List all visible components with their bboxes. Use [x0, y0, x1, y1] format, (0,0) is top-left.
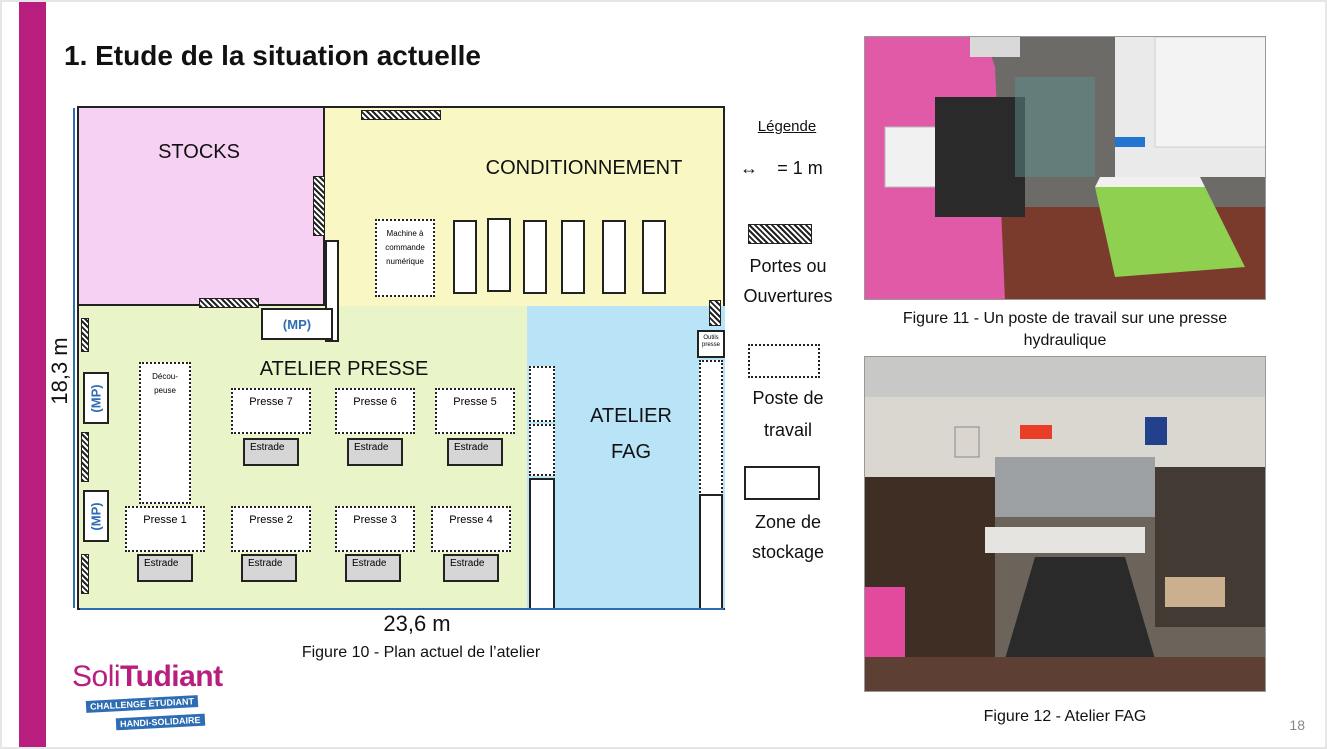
legend-title: Légende — [757, 118, 817, 135]
legend-scale-label: = 1 m — [777, 158, 823, 178]
photo-presse-hydraulique — [864, 36, 1266, 300]
legend-solid-swatch — [744, 466, 820, 500]
workstation-presse-7: Presse 7 — [231, 388, 311, 434]
workstation-fag-left-1 — [529, 366, 555, 422]
workstation-presse-6: Presse 6 — [335, 388, 415, 434]
figure-11-caption-line1: Figure 11 - Un poste de travail sur une … — [902, 310, 1228, 327]
estrade-presse-5: Estrade — [447, 438, 503, 466]
figure-12-caption: Figure 12 - Atelier FAG — [983, 708, 1147, 725]
storage-outils-presse: Outils presse — [697, 330, 725, 358]
workstation-presse-2: Presse 2 — [231, 506, 311, 552]
width-dimension-line — [80, 608, 724, 610]
workstation-presse-4: Presse 4 — [431, 506, 511, 552]
door-left-3 — [81, 554, 89, 594]
workstation-presse-5: Presse 5 — [435, 388, 515, 434]
workstation-presse-3: Presse 3 — [335, 506, 415, 552]
solitudiant-logo: SoliTudiant CHALLENGE ÉTUDIANT HANDI-SOL… — [72, 660, 223, 731]
height-dimension-label: 18,3 m — [47, 337, 72, 405]
legend-dotted-line2: travail — [763, 420, 812, 440]
figure-10-caption: Figure 10 - Plan actuel de l’atelier — [301, 644, 541, 661]
legend-solid-line1: Zone de — [754, 512, 822, 532]
logo-tagline-2: HANDI-SOLIDAIRE — [115, 713, 205, 731]
door-stocks-bottom — [199, 298, 259, 308]
storage-cond-6 — [642, 220, 666, 294]
mp-label-top: (MP) — [282, 316, 312, 332]
storage-cond-2 — [487, 218, 511, 292]
zone-atelier-fag-label-2: FAG — [610, 441, 651, 463]
width-dimension-label: 23,6 m — [383, 611, 451, 636]
estrade-presse-1: Estrade — [137, 554, 193, 582]
zone-atelier-fag — [527, 306, 725, 608]
legend-scale-arrow: ↔ — [740, 158, 758, 178]
door-top — [361, 110, 441, 120]
legend-hatch-line1: Portes ou — [749, 256, 827, 276]
floor-plan: STOCKS CONDITIONNEMENT ATELIER FAG ATELI… — [77, 106, 725, 610]
zone-atelier-fag-label-1: ATELIER — [590, 405, 672, 427]
mp-label-left-1: (MP) — [88, 383, 104, 413]
estrade-presse-6: Estrade — [347, 438, 403, 466]
slide-number: 18 — [1289, 717, 1305, 733]
zone-stocks-label: STOCKS — [158, 141, 240, 163]
zone-conditionnement-label: CONDITIONNEMENT — [485, 157, 683, 179]
door-left-1 — [81, 318, 89, 352]
estrade-presse-2: Estrade — [241, 554, 297, 582]
zone-stocks — [79, 108, 325, 306]
door-left-2 — [81, 432, 89, 482]
photo-atelier-fag — [864, 356, 1266, 692]
storage-cond-5 — [602, 220, 626, 294]
storage-fag-right — [699, 494, 723, 610]
workstation-machine-cn: Machine à commande numérique — [375, 219, 435, 297]
legend-hatch-line2: Ouvertures — [743, 286, 833, 306]
workstation-fag-right — [699, 360, 723, 496]
estrade-presse-7: Estrade — [243, 438, 299, 466]
legend-dotted-line1: Poste de — [752, 388, 824, 408]
legend-hatch-swatch — [748, 224, 812, 244]
mp-box-left-1: (MP) — [83, 372, 109, 424]
slide-title: 1. Etude de la situation actuelle — [64, 40, 481, 71]
door-stocks-right — [313, 176, 325, 236]
storage-cond-1 — [453, 220, 477, 294]
mp-label-left-2: (MP) — [88, 501, 104, 531]
legend-solid-line2: stockage — [751, 542, 825, 562]
logo-tudiant: Tudiant — [120, 660, 223, 693]
estrade-presse-3: Estrade — [345, 554, 401, 582]
door-right — [709, 300, 721, 326]
figure-11-caption-line2: hydraulique — [1023, 332, 1107, 349]
legend-dotted-swatch — [748, 344, 820, 378]
workstation-decoupeuse: Décou-peuse — [139, 362, 191, 504]
accent-sidebar — [19, 2, 46, 747]
estrade-presse-4: Estrade — [443, 554, 499, 582]
mp-box-left-2: (MP) — [83, 490, 109, 542]
mp-box-top: (MP) — [261, 308, 333, 340]
storage-cond-4 — [561, 220, 585, 294]
logo-tagline-1: CHALLENGE ÉTUDIANT — [85, 695, 199, 713]
zone-atelier-presse-label: ATELIER PRESSE — [259, 358, 429, 380]
workstation-presse-1: Presse 1 — [125, 506, 205, 552]
workstation-fag-left-2 — [529, 424, 555, 476]
height-dimension-line — [73, 108, 75, 608]
storage-fag-left — [529, 478, 555, 610]
logo-soli: Soli — [72, 660, 121, 693]
storage-cond-3 — [523, 220, 547, 294]
